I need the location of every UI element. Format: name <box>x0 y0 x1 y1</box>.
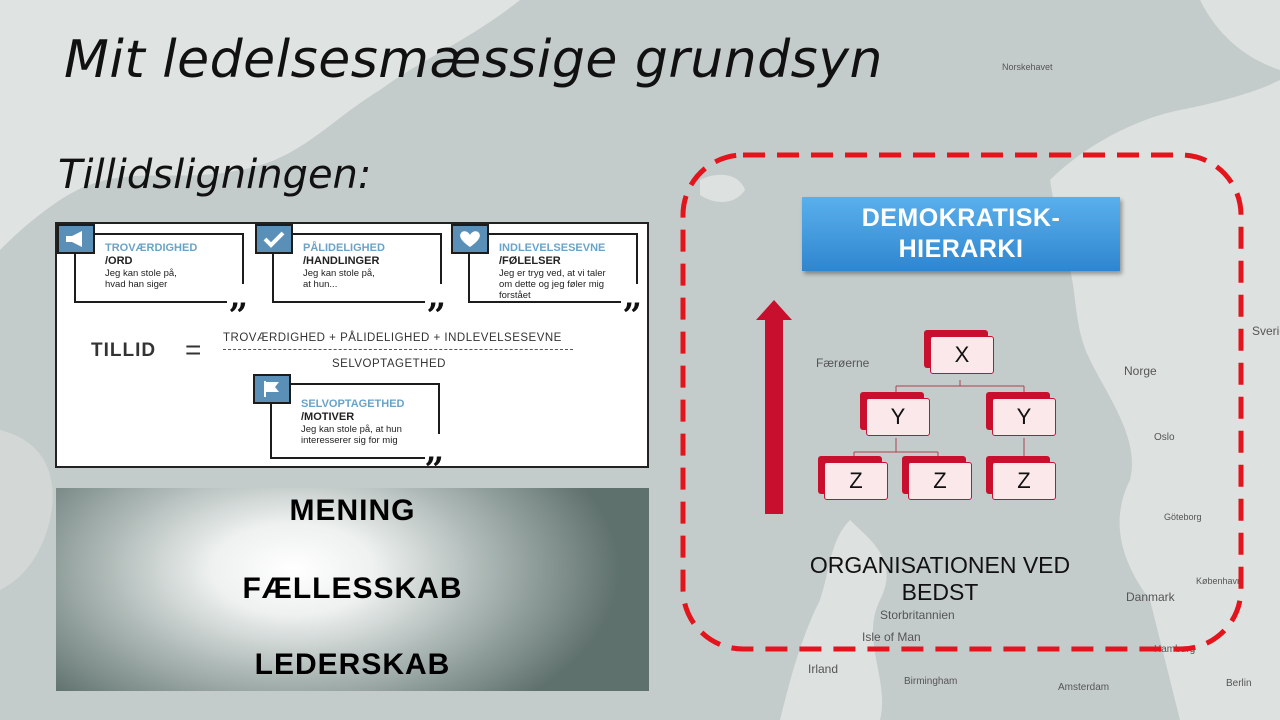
card-subheading: /ORD <box>105 255 133 267</box>
card-subheading: /FØLELSER <box>499 255 561 267</box>
demo-line-1: DEMOKRATISK- <box>861 204 1061 232</box>
card-desc-line: at hun... <box>303 279 338 290</box>
map-label-oslo: Oslo <box>1154 432 1175 443</box>
flag-icon <box>253 374 291 404</box>
quote-mark: „ <box>229 277 249 317</box>
map-label-sverige: Sverige <box>1252 324 1280 338</box>
org-caption-line-2: BEDST <box>901 579 979 605</box>
card-desc-line: interesserer sig for mig <box>301 435 398 446</box>
map-label-isle-of-man: Isle of Man <box>862 630 921 644</box>
map-label-danmark: Danmark <box>1126 590 1175 604</box>
card-desc-line: Jeg kan stole på, at hun <box>301 424 402 435</box>
trust-card-palidelighed: PÅLIDELIGHED /HANDLINGER Jeg kan stole p… <box>255 224 447 317</box>
slide-subtitle: Tillidsligningen: <box>58 152 372 198</box>
card-desc-line: forstået <box>499 290 531 301</box>
org-node-x: X <box>924 330 994 374</box>
map-label-kobenhavn: København <box>1196 576 1243 586</box>
slide-title: Mit ledelsesmæssige grundsyn <box>64 30 883 90</box>
card-heading: TROVÆRDIGHED <box>105 242 198 254</box>
checkmark-icon <box>255 224 293 254</box>
map-label-goteborg: Göteborg <box>1164 512 1202 522</box>
card-subheading: /MOTIVER <box>301 411 355 423</box>
card-heading: INDLEVELSESEVNE <box>499 242 606 254</box>
megaphone-icon <box>57 224 95 254</box>
equation-denominator: SELVOPTAGETHED <box>332 358 446 370</box>
org-caption-line-1: ORGANISATIONEN VED <box>809 552 1071 578</box>
card-desc-line: Jeg kan stole på, <box>105 268 177 279</box>
trust-card-selvoptagethed: SELVOPTAGETHED /MOTIVER Jeg kan stole på… <box>253 374 447 471</box>
card-heading: SELVOPTAGETHED <box>301 398 405 410</box>
quote-mark: „ <box>623 277 643 317</box>
trust-equation-graphic: TROVÆRDIGHED /ORD Jeg kan stole på, hvad… <box>55 222 649 468</box>
heart-icon <box>451 224 489 254</box>
map-label-birmingham: Birmingham <box>904 676 958 687</box>
equation-lhs: TILLID <box>91 340 157 361</box>
org-node-y-right: Y <box>986 392 1056 436</box>
map-label-norge: Norge <box>1124 364 1157 378</box>
map-label-berlin: Berlin <box>1226 678 1252 689</box>
map-label-amsterdam: Amsterdam <box>1058 682 1110 693</box>
org-node-z-2: Z <box>902 456 972 500</box>
card-heading: PÅLIDELIGHED <box>303 242 385 254</box>
trust-card-indlevelsesevne: INDLEVELSESEVNE /FØLELSER Jeg er tryg ve… <box>451 224 645 314</box>
equals-sign: = <box>185 334 202 365</box>
card-desc-line: hvad han siger <box>105 279 168 290</box>
trust-card-troverdighed: TROVÆRDIGHED /ORD Jeg kan stole på, hvad… <box>57 224 249 317</box>
card-subheading: /HANDLINGER <box>303 255 380 267</box>
quote-mark: „ <box>425 431 445 471</box>
fraction-line <box>223 349 573 350</box>
value-faellesskab: FÆLLESSKAB <box>242 572 463 605</box>
map-label-faeroerne: Færøerne <box>816 356 870 370</box>
map-label-irland: Irland <box>808 662 839 676</box>
card-desc-line: om dette og jeg føler mig <box>499 279 605 290</box>
trust-equation-frames <box>74 233 638 459</box>
org-node-y-left: Y <box>860 392 930 436</box>
org-chart-connectors <box>853 380 1025 456</box>
org-node-z-1: Z <box>818 456 888 500</box>
org-caption: ORGANISATIONEN VED BEDST <box>790 552 1090 606</box>
demo-line-2: HIERARKI <box>898 235 1024 263</box>
value-lederskab: LEDERSKAB <box>254 648 451 681</box>
map-label-storbritannien: Storbritannien <box>880 608 955 622</box>
org-node-z-3: Z <box>986 456 1056 500</box>
map-label-norskehavet: Norskehavet <box>1002 62 1053 72</box>
demokratisk-hierarki-box: DEMOKRATISK- HIERARKI <box>802 197 1120 271</box>
org-dashed-frame <box>680 152 1244 652</box>
quote-mark: „ <box>427 277 447 317</box>
equation-numerator: TROVÆRDIGHED + PÅLIDELIGHED + INDLEVELSE… <box>223 332 562 344</box>
card-desc-line: Jeg er tryg ved, at vi taler <box>499 268 606 279</box>
up-arrow-icon <box>756 300 792 514</box>
values-panel: MENING FÆLLESSKAB LEDERSKAB <box>56 488 649 691</box>
value-mening: MENING <box>289 494 416 527</box>
card-desc-line: Jeg kan stole på, <box>303 268 375 279</box>
